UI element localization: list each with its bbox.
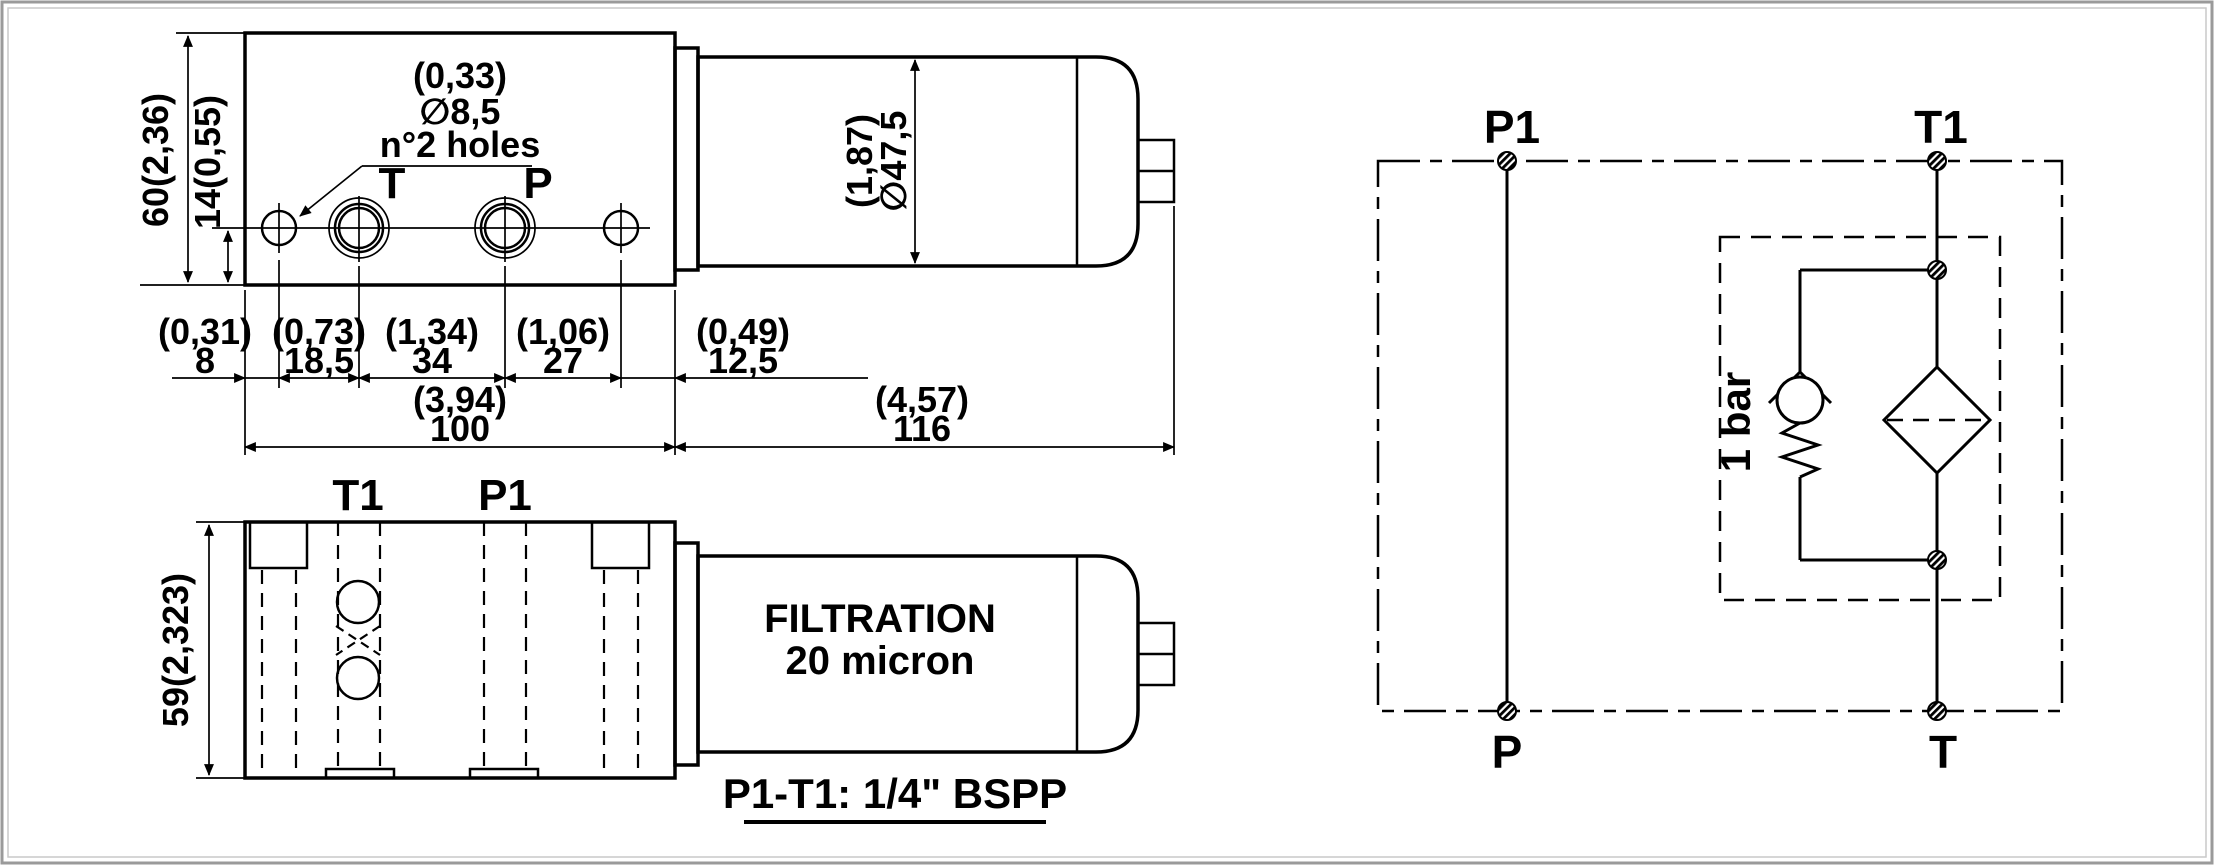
chain-3-mm: 27: [543, 340, 583, 381]
filter-label-line2: 20 micron: [786, 639, 975, 683]
node-p: [1497, 701, 1517, 721]
dim-height-60-text: 60(2,36): [135, 93, 176, 227]
hydraulic-schematic: 1 bar P1 T1 P T: [1376, 101, 2064, 778]
internal-valve-detail: [335, 579, 381, 701]
dim-filter-length-inch: (4,57): [875, 379, 969, 420]
dim-filter-length-mm: 116: [893, 408, 951, 449]
hidden-bore-lines: [260, 522, 640, 774]
dim-filter-length: (4,57) 116: [674, 379, 1175, 452]
top-view: T P (0,33) ∅8,5 n°2 holes 60(2,36) 14(0,…: [135, 31, 1176, 455]
bypass-setting-label: 1 bar: [1712, 372, 1759, 472]
dim-filter-diameter: (1,87) ∅47,5: [839, 59, 920, 264]
filter-label-line1: FILTRATION: [764, 597, 996, 641]
port-p-circle: [474, 197, 536, 259]
check-valve-ball: [1775, 375, 1825, 425]
schematic-p1-label: P1: [1484, 101, 1540, 153]
node-branch-bottom: [1927, 550, 1947, 570]
dim-chain: (0,31) 8 (0,73) 18,5 (1,34) 34 (1,06) 27…: [158, 311, 868, 383]
port-p-label: P: [523, 159, 552, 208]
dim-filter-diameter-mm: ∅47,5: [873, 111, 914, 212]
schematic-p-label: P: [1492, 726, 1523, 778]
node-p1: [1497, 151, 1517, 171]
port-p1-label: P1: [478, 471, 532, 520]
dim-port-height-14-text: 14(0,55): [187, 95, 228, 229]
check-valve-spring: [1777, 421, 1823, 479]
thread-note-text: P1-T1: 1/4" BSPP: [723, 770, 1067, 817]
dim-body-length-inch: (3,94): [413, 379, 507, 420]
port-t-label: T: [379, 159, 406, 208]
node-t: [1927, 701, 1947, 721]
port-centerline: [212, 196, 650, 262]
filter-assembly-box: [1718, 235, 2002, 602]
hole-note-inch: (0,33): [413, 55, 507, 96]
node-branch-top: [1927, 260, 1947, 280]
dim-height-59-text: 59(2,323): [155, 573, 196, 727]
port-t-circle: [328, 197, 390, 259]
chain-2-inch: (1,34): [385, 311, 479, 352]
valve-body-bottom-outline: [243, 520, 677, 780]
dim-filter-diameter-inch: (1,87): [839, 114, 880, 208]
filter-symbol: [1881, 364, 1993, 476]
dim-height-59: 59(2,323): [155, 521, 247, 779]
chain-4-mm: 12,5: [708, 340, 778, 381]
chain-3-inch: (1,06): [516, 311, 610, 352]
chain-1-mm: 18,5: [284, 340, 354, 381]
filter-cartridge-outline: [696, 55, 1176, 268]
hole-note: (0,33) ∅8,5 n°2 holes: [299, 55, 540, 217]
hole-note-count: n°2 holes: [380, 124, 540, 165]
dim-body-length: (3,94) 100: [244, 379, 676, 452]
schematic-t-label: T: [1929, 726, 1957, 778]
dim-height-60: 60(2,36): [135, 32, 247, 286]
schematic-envelope: [1376, 159, 2064, 713]
filter-cartridge-bottom-outline: [673, 541, 1176, 767]
bottom-view: T1 P1: [155, 471, 1176, 824]
dim-body-length-mm: 100: [430, 408, 490, 449]
chain-0-inch: (0,31): [158, 311, 252, 352]
chain-4-inch: (0,49): [696, 311, 790, 352]
port-t1-label: T1: [332, 471, 383, 520]
chain-2-mm: 34: [412, 340, 452, 381]
mount-hole-left: [260, 209, 298, 247]
extension-lines: [244, 206, 1175, 455]
connection-nodes: [1497, 151, 1947, 721]
node-t1: [1927, 151, 1947, 171]
bypass-check-valve: 1 bar: [1712, 268, 1937, 562]
schematic-t1-label: T1: [1914, 101, 1968, 153]
mount-hole-right: [602, 209, 640, 247]
chain-1-inch: (0,73): [272, 311, 366, 352]
hole-note-diameter: ∅8,5: [420, 91, 501, 132]
thread-note: P1-T1: 1/4" BSPP: [723, 770, 1067, 824]
dim-port-height-14: 14(0,55): [187, 95, 233, 283]
chain-0-mm: 8: [195, 340, 215, 381]
